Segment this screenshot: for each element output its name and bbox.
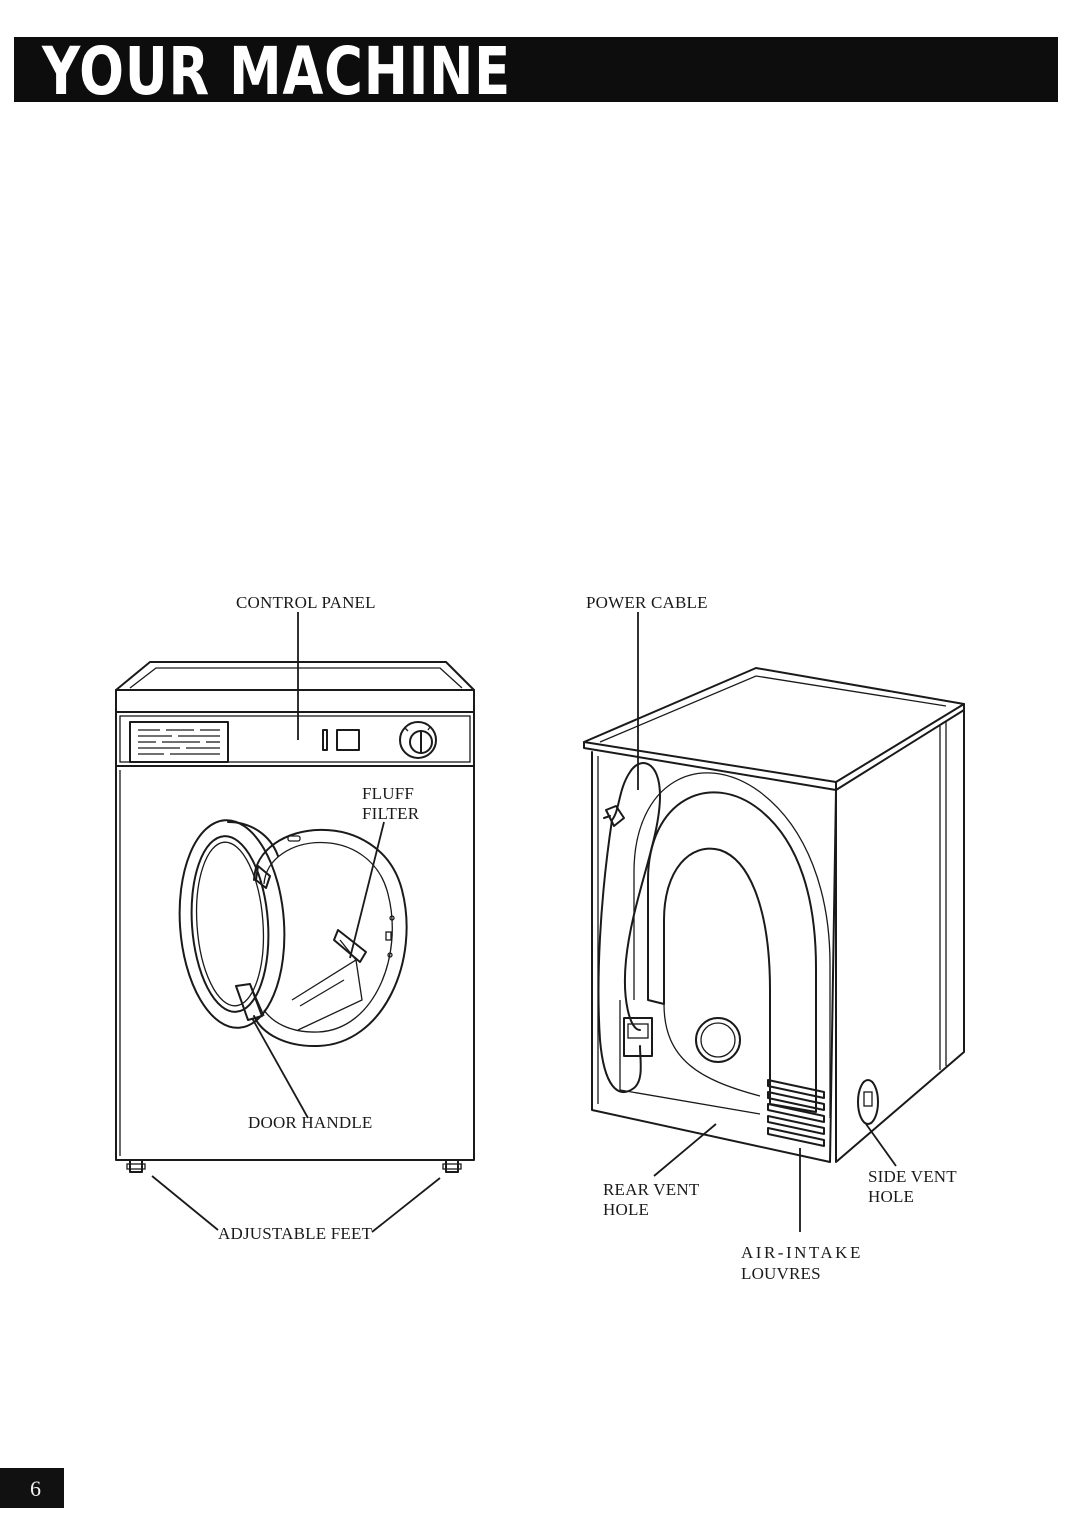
label-side-vent-2: HOLE [868, 1187, 915, 1206]
label-fluff-filter-2: FILTER [362, 804, 420, 823]
label-fluff-filter-1: FLUFF [362, 784, 415, 803]
front-view-drawing [115, 661, 475, 1173]
label-control-panel: CONTROL PANEL [236, 593, 376, 612]
label-rear-vent-2: HOLE [603, 1200, 650, 1219]
instruction-panel-lines [138, 729, 220, 755]
label-air-intake-2: LOUVRES [741, 1264, 821, 1283]
label-air-intake-1: AIR-INTAKE [741, 1243, 863, 1262]
leader-lines [151, 612, 897, 1233]
page-title: YOUR MACHINE [42, 33, 511, 110]
rear-view-drawing [583, 667, 965, 1163]
indicator-lamp [336, 729, 360, 751]
timer-dial [399, 721, 437, 759]
title-banner: YOUR MACHINE [14, 33, 1058, 110]
on-off-switch [322, 729, 328, 751]
label-rear-vent-1: REAR VENT [603, 1180, 700, 1199]
label-adjustable-feet: ADJUSTABLE FEET [218, 1224, 373, 1243]
page-number: 6 [30, 1476, 41, 1501]
label-side-vent-1: SIDE VENT [868, 1167, 957, 1186]
label-door-handle: DOOR HANDLE [248, 1113, 373, 1132]
louvres [767, 1079, 825, 1147]
label-power-cable: POWER CABLE [586, 593, 708, 612]
page-number-tab: 6 [0, 1468, 64, 1508]
